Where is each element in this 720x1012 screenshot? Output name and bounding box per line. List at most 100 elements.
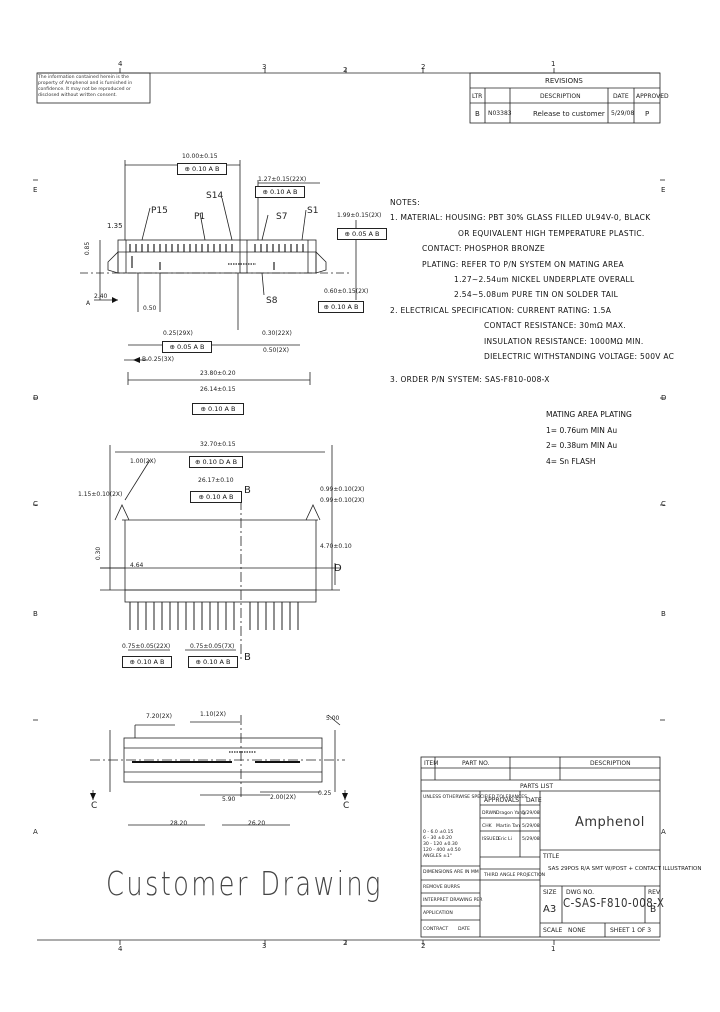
issued-label: ISSUED [482, 837, 499, 842]
dim-label: 4.70±0.10 [320, 543, 352, 550]
zone-col-1-bottom: 1 [551, 945, 556, 953]
zone-col-3-top: 3 [262, 63, 267, 71]
dim-label: 0.99±0.10(2X) [320, 486, 365, 493]
dim-label: 0.75±0.05(7X) [190, 643, 235, 650]
dimension-note: DIMENSIONS ARE IN MM [423, 870, 479, 875]
note-line: 3. ORDER P/N SYSTEM: SAS-F810-008-X [390, 375, 550, 385]
dim-label: 23.80±0.20 [200, 370, 236, 377]
scale-value: NONE [568, 927, 586, 934]
contract-label: CONTRACT [423, 927, 449, 932]
date-column-label: DATE [458, 927, 470, 932]
pin-label-s8: S8 [266, 296, 278, 306]
rev-header-date: DATE [613, 93, 629, 100]
application-note: APPLICATION [423, 911, 453, 916]
feature-control-frame: ⊕ 0.05 A B [337, 228, 387, 240]
zone-col-3-bottom: 3 [262, 942, 267, 950]
tolerance-line: 30 - 120 ±0.30 [423, 842, 458, 847]
pin-label-p15: P15 [151, 206, 168, 216]
zone-col-2a-top: 2 [343, 66, 348, 74]
note-line: OR EQUIVALENT HIGH TEMPERATURE PLASTIC. [458, 228, 645, 238]
zone-row-e-right: E [661, 186, 666, 194]
feature-control-frame: ⊕ 0.10 A B [192, 403, 244, 415]
dim-label: 1.10(2X) [200, 711, 226, 718]
zone-col-4-top: 4 [118, 60, 123, 68]
plating-item: 4= Sn FLASH [546, 456, 596, 466]
datum-b-top: B [142, 356, 147, 363]
dim-label: 2.40 [94, 293, 108, 300]
feature-control-frame: ⊕ 0.10 A B [188, 656, 238, 668]
dim-label: 2.00(2X) [270, 794, 296, 801]
title-label: TITLE [543, 853, 560, 860]
pin-label-p1: P1 [194, 212, 206, 222]
parts-header-item: ITEM [424, 760, 439, 767]
pin-label-s7: S7 [276, 212, 288, 222]
zone-row-a-left: A [33, 828, 38, 836]
zone-row-d-left: D [33, 394, 39, 402]
dim-label: 0.25(29X) [163, 330, 193, 337]
dim-label: 1.99±0.15(2X) [337, 212, 382, 219]
approvals-date-header: DATE [526, 797, 542, 804]
proprietary-notice: The information contained herein is the … [38, 75, 133, 98]
datum-d: D [334, 563, 342, 574]
rev-date: 5/29/08 [611, 110, 635, 117]
zone-col-2b-bottom: 2 [421, 942, 426, 950]
feature-control-frame: ⊕ 0.10 A B [122, 656, 172, 668]
section-c-left: C [91, 801, 98, 811]
company-logo-text: Amphenol [575, 815, 645, 830]
dim-label: 0.25 [318, 790, 332, 797]
scale-label: SCALE [543, 927, 563, 934]
note-line: DIELECTRIC WITHSTANDING VOLTAGE: 500V AC [484, 352, 675, 362]
section-label: B [244, 485, 251, 496]
sheet-number: SHEET 1 OF 3 [610, 927, 652, 934]
zone-row-c-left: C [33, 500, 38, 508]
drawn-label: DRWN [482, 811, 497, 816]
dim-label: 26.17±0.10 [198, 477, 234, 484]
feature-control-frame: ⊕ 0.10 A B [177, 163, 227, 175]
dim-label: 0.30(22X) [262, 330, 292, 337]
rev-description: Release to customer [533, 110, 605, 118]
plating-heading: MATING AREA PLATING [546, 410, 632, 419]
parts-header-description: DESCRIPTION [590, 760, 631, 767]
zone-row-c-right: C [661, 500, 666, 508]
dim-label: 26.14±0.15 [200, 386, 236, 393]
dim-label: 10.00±0.15 [182, 153, 218, 160]
parts-header-partno: PART NO. [462, 760, 490, 767]
plating-item: 2= 0.38um MIN Au [546, 441, 618, 450]
customer-drawing-watermark: Customer Drawing [106, 864, 383, 903]
dim-label: 0.85 [84, 241, 92, 256]
issued-date: 5/29/08 [522, 837, 540, 842]
dim-label: 26.20 [248, 820, 266, 827]
zone-row-b-right: B [661, 610, 666, 618]
rev-header-description: DESCRIPTION [540, 93, 581, 100]
zone-col-4-bottom: 4 [118, 945, 123, 953]
pin-label-s14: S14 [206, 191, 224, 201]
interpret-note: INTERPRET DRAWING PER [423, 898, 483, 903]
tolerance-line: ANGLES ±1° [423, 854, 453, 859]
note-line: 1. MATERIAL: HOUSING: PBT 30% GLASS FILL… [390, 213, 651, 223]
section-label: B [244, 652, 251, 663]
note-line: PLATING: REFER TO P/N SYSTEM ON MATING A… [422, 259, 624, 269]
plating-item: 1= 0.76um MIN Au [546, 425, 618, 435]
dim-label: 32.70±0.15 [200, 441, 236, 448]
dim-label: 7.20(2X) [146, 713, 172, 720]
revision-letter: B [650, 905, 657, 915]
zone-col-1-top: 1 [551, 60, 556, 68]
feature-control-frame: ⊕ 0.10 A B [190, 491, 242, 503]
dim-label: 4.64 [130, 562, 144, 569]
drawing-notes: NOTES: 1. MATERIAL: HOUSING: PBT 30% GLA… [390, 195, 674, 388]
third-angle-note: THIRD ANGLE PROJECTION [484, 873, 546, 878]
size-label: SIZE [543, 889, 557, 896]
tolerance-line: 0 - 6.0 ±0.15 [423, 830, 454, 835]
dim-label: 1.27±0.15(22X) [258, 176, 307, 183]
remove-burrs-note: REMOVE BURRS [423, 885, 460, 890]
sheet-size: A3 [543, 904, 557, 915]
dim-label: 5.90 [222, 796, 236, 803]
pin-label-s1: S1 [307, 206, 319, 216]
drawing-title: SAS 29POS R/A SMT W/POST + CONTACT ILLUS… [548, 866, 702, 872]
drawn-by: Dragon Yang [496, 811, 526, 816]
issued-by: Eric Li [498, 837, 512, 842]
tolerance-title: UNLESS OTHERWISE SPECIFIED TOLERANCES [423, 795, 528, 800]
dim-label: 28.20 [170, 820, 188, 827]
drawn-date: 5/29/08 [522, 811, 540, 816]
parts-list-title: PARTS LIST [520, 783, 554, 790]
